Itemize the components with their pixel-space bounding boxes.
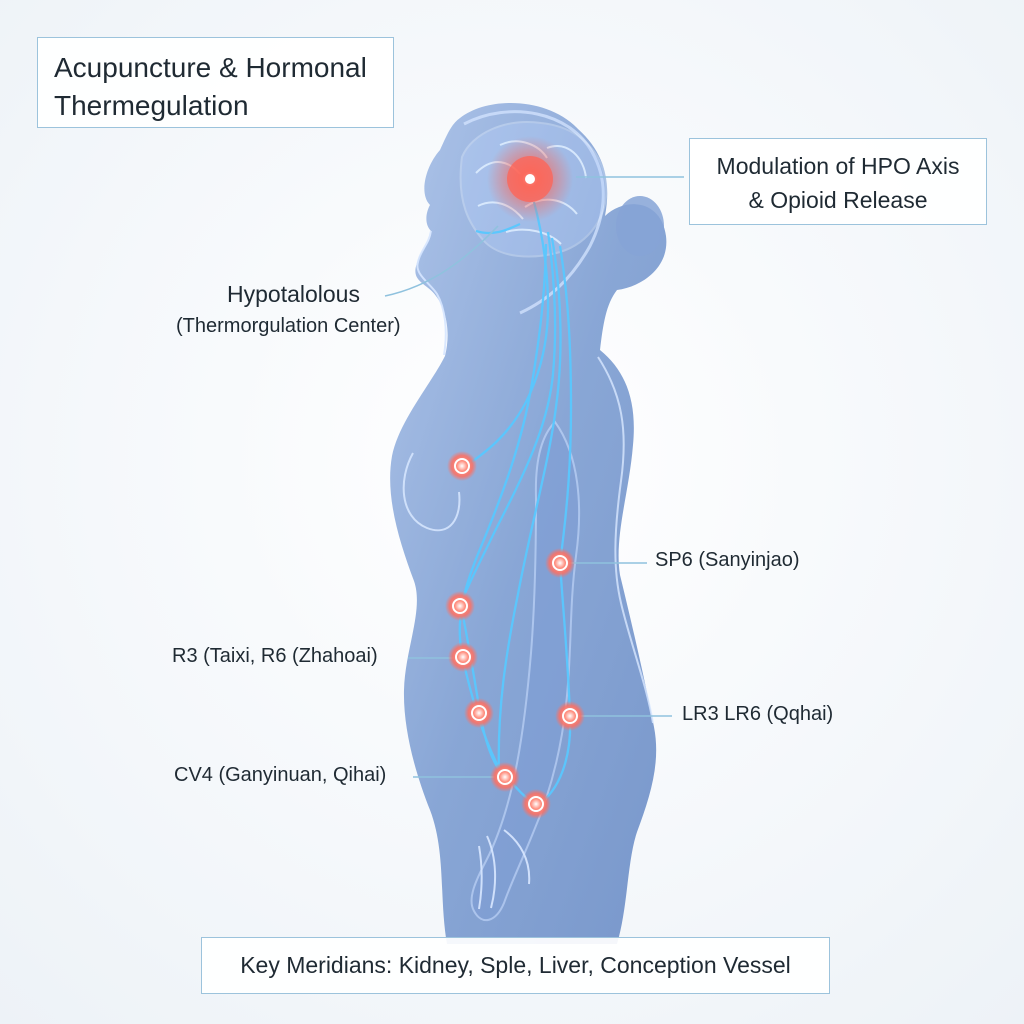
title-box: Acupuncture & Hormonal Thermegulation [37, 37, 394, 128]
hand-outline [478, 829, 531, 910]
r3-point [448, 642, 478, 672]
front-contour [416, 230, 447, 356]
title-line-2: Thermegulation [54, 90, 249, 121]
lower-r6-point [464, 698, 494, 728]
sp6-point-ring [552, 555, 568, 571]
footer-box: Key Meridians: Kidney, Sple, Liver, Conc… [201, 937, 830, 994]
hair-bun [616, 196, 664, 256]
meridian-line-2 [458, 231, 557, 606]
upper-r3-point-ring [452, 598, 468, 614]
lr3-point-ring [562, 708, 578, 724]
meridian-line-5 [558, 245, 573, 564]
callout-lines [384, 176, 684, 778]
r3-point-ring [455, 649, 471, 665]
meridian-line-3 [497, 237, 562, 777]
hand-point [521, 789, 551, 819]
sp6-point [545, 548, 575, 578]
lower-r6-point-ring [471, 705, 487, 721]
meridian-line-1 [465, 201, 550, 467]
cv4-label: CV4 (Ganyinuan, Qihai) [174, 764, 387, 786]
back-contour [597, 356, 654, 724]
hpo-line-2: & Opioid Release [748, 187, 928, 213]
cv4-point-ring [497, 769, 513, 785]
cv4-point [490, 762, 520, 792]
hypothalamus-title: Hypotalolous [227, 281, 360, 307]
lr3-point [555, 701, 585, 731]
upper-r3-point [445, 591, 475, 621]
sp6-label: SP6 (Sanyinjao) [655, 549, 800, 571]
lr3-label: LR3 LR6 (Qqhai) [682, 703, 834, 725]
chest-contour [402, 452, 461, 532]
brain-glow-core [525, 174, 535, 184]
meridian-line-10 [475, 222, 521, 235]
hand-point-ring [528, 796, 544, 812]
r3-label: R3 (Taixi, R6 (Zhahoai) [172, 645, 378, 667]
hpo-line-1: Modulation of HPO Axis [716, 153, 960, 179]
hypothalamus-subtitle: (Thermorgulation Center) [176, 315, 401, 337]
title-line-1: Acupuncture & Hormonal [54, 52, 367, 83]
body-silhouette [390, 102, 667, 945]
head-contour [463, 110, 605, 315]
acupoints [445, 451, 585, 819]
chest-point-ring [454, 458, 470, 474]
footer-text: Key Meridians: Kidney, Sple, Liver, Conc… [240, 952, 791, 978]
hypothalamus-callout-line [384, 225, 499, 297]
hpo-box: Modulation of HPO Axis & Opioid Release [689, 138, 987, 225]
arm-shape [470, 420, 581, 922]
chest-point [447, 451, 477, 481]
